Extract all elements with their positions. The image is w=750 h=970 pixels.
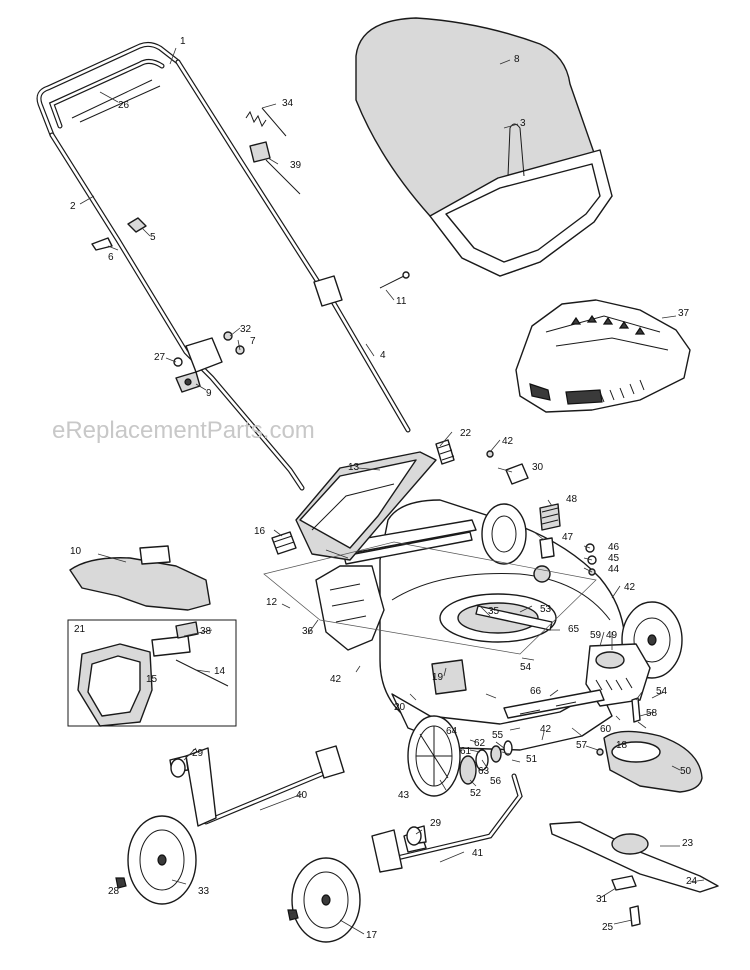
callout-59: 59 <box>590 630 602 641</box>
callout-29b: 29 <box>430 818 442 829</box>
blade-adapter <box>603 730 703 793</box>
callout-24: 24 <box>686 876 698 887</box>
callout-13: 13 <box>348 462 360 473</box>
lower-handle-right <box>175 59 411 433</box>
callout-12: 12 <box>266 597 278 608</box>
rear-door-bracket <box>263 451 597 655</box>
callout-11: 11 <box>396 296 407 307</box>
callout-56: 56 <box>490 776 502 787</box>
lower-handle-left <box>49 132 305 491</box>
callout-23: 23 <box>682 838 694 849</box>
callout-40: 40 <box>296 790 308 801</box>
callout-7: 7 <box>250 336 256 347</box>
callout-2: 2 <box>70 201 76 212</box>
callout-18: 18 <box>616 740 628 751</box>
leader-lines <box>79 47 705 935</box>
callout-9: 9 <box>206 388 212 399</box>
callout-36: 36 <box>302 626 314 637</box>
callout-43: 43 <box>398 790 410 801</box>
rear-left-wheel <box>115 815 197 905</box>
transmission <box>585 643 651 707</box>
callout-16: 16 <box>254 526 266 537</box>
callout-labels: 1 2 3 4 5 6 7 8 9 10 11 12 13 14 15 16 1… <box>70 36 698 941</box>
callout-41: 41 <box>472 848 484 859</box>
callout-10: 10 <box>70 546 82 557</box>
upper-handle <box>36 41 181 138</box>
handle-hardware <box>91 107 410 393</box>
callout-27: 27 <box>154 352 166 363</box>
callout-53: 53 <box>540 604 552 615</box>
callout-15: 15 <box>146 674 158 685</box>
watermark: eReplacementParts.com <box>52 417 315 444</box>
callout-62: 62 <box>474 738 486 749</box>
callout-20: 20 <box>394 702 406 713</box>
callout-44: 44 <box>608 564 620 575</box>
callout-17: 17 <box>366 930 378 941</box>
callout-52: 52 <box>470 788 482 799</box>
callout-42c: 42 <box>330 674 342 685</box>
callout-28: 28 <box>108 886 120 897</box>
callout-63: 63 <box>478 766 490 777</box>
blade <box>549 821 719 927</box>
deck-fasteners <box>435 439 529 485</box>
callout-65: 65 <box>568 624 580 635</box>
callout-4: 4 <box>380 350 386 361</box>
callout-48: 48 <box>566 494 578 505</box>
callout-60: 60 <box>600 724 612 735</box>
callout-51: 51 <box>526 754 538 765</box>
drive-gear <box>407 715 513 797</box>
callout-38: 38 <box>200 626 212 637</box>
callout-42a: 42 <box>502 436 514 447</box>
callout-32: 32 <box>240 324 252 335</box>
callout-22: 22 <box>460 428 472 439</box>
callout-50: 50 <box>680 766 692 777</box>
callout-30: 30 <box>532 462 544 473</box>
callout-54a: 54 <box>520 662 532 673</box>
callout-14: 14 <box>214 666 226 677</box>
callout-29a: 29 <box>192 748 204 759</box>
callout-42d: 42 <box>540 724 552 735</box>
callout-19: 19 <box>432 672 444 683</box>
misc-pins <box>596 697 641 756</box>
callout-46: 46 <box>608 542 620 553</box>
callout-42b: 42 <box>624 582 636 593</box>
callout-25: 25 <box>602 922 614 933</box>
wheel-caps <box>170 758 422 846</box>
callout-34: 34 <box>282 98 294 109</box>
callout-8: 8 <box>514 54 520 65</box>
mulch-kit-box <box>67 619 237 727</box>
front-left-wheel <box>287 857 361 943</box>
callout-1: 1 <box>180 36 186 47</box>
callout-6: 6 <box>108 252 114 263</box>
grass-bag <box>355 17 613 277</box>
deck <box>315 499 626 751</box>
callout-66: 66 <box>530 686 542 697</box>
callout-31: 31 <box>596 894 608 905</box>
callout-47: 47 <box>562 532 574 543</box>
drive-axle <box>503 689 605 719</box>
callout-64: 64 <box>446 726 458 737</box>
callout-3: 3 <box>520 118 526 129</box>
callout-58: 58 <box>646 708 658 719</box>
callout-45: 45 <box>608 553 620 564</box>
callout-26: 26 <box>118 100 130 111</box>
callout-5: 5 <box>150 232 156 243</box>
callout-39: 39 <box>290 160 302 171</box>
callout-55: 55 <box>492 730 504 741</box>
callout-49: 49 <box>606 630 618 641</box>
rear-axle <box>169 745 345 827</box>
callout-33: 33 <box>198 886 210 897</box>
callout-54b: 54 <box>656 686 668 697</box>
callout-61: 61 <box>460 746 472 757</box>
discharge-chute <box>69 545 211 611</box>
callout-35: 35 <box>488 606 500 617</box>
callout-21: 21 <box>74 624 86 635</box>
callout-57: 57 <box>576 740 588 751</box>
rear-cover <box>515 299 691 413</box>
callout-37: 37 <box>678 308 690 319</box>
